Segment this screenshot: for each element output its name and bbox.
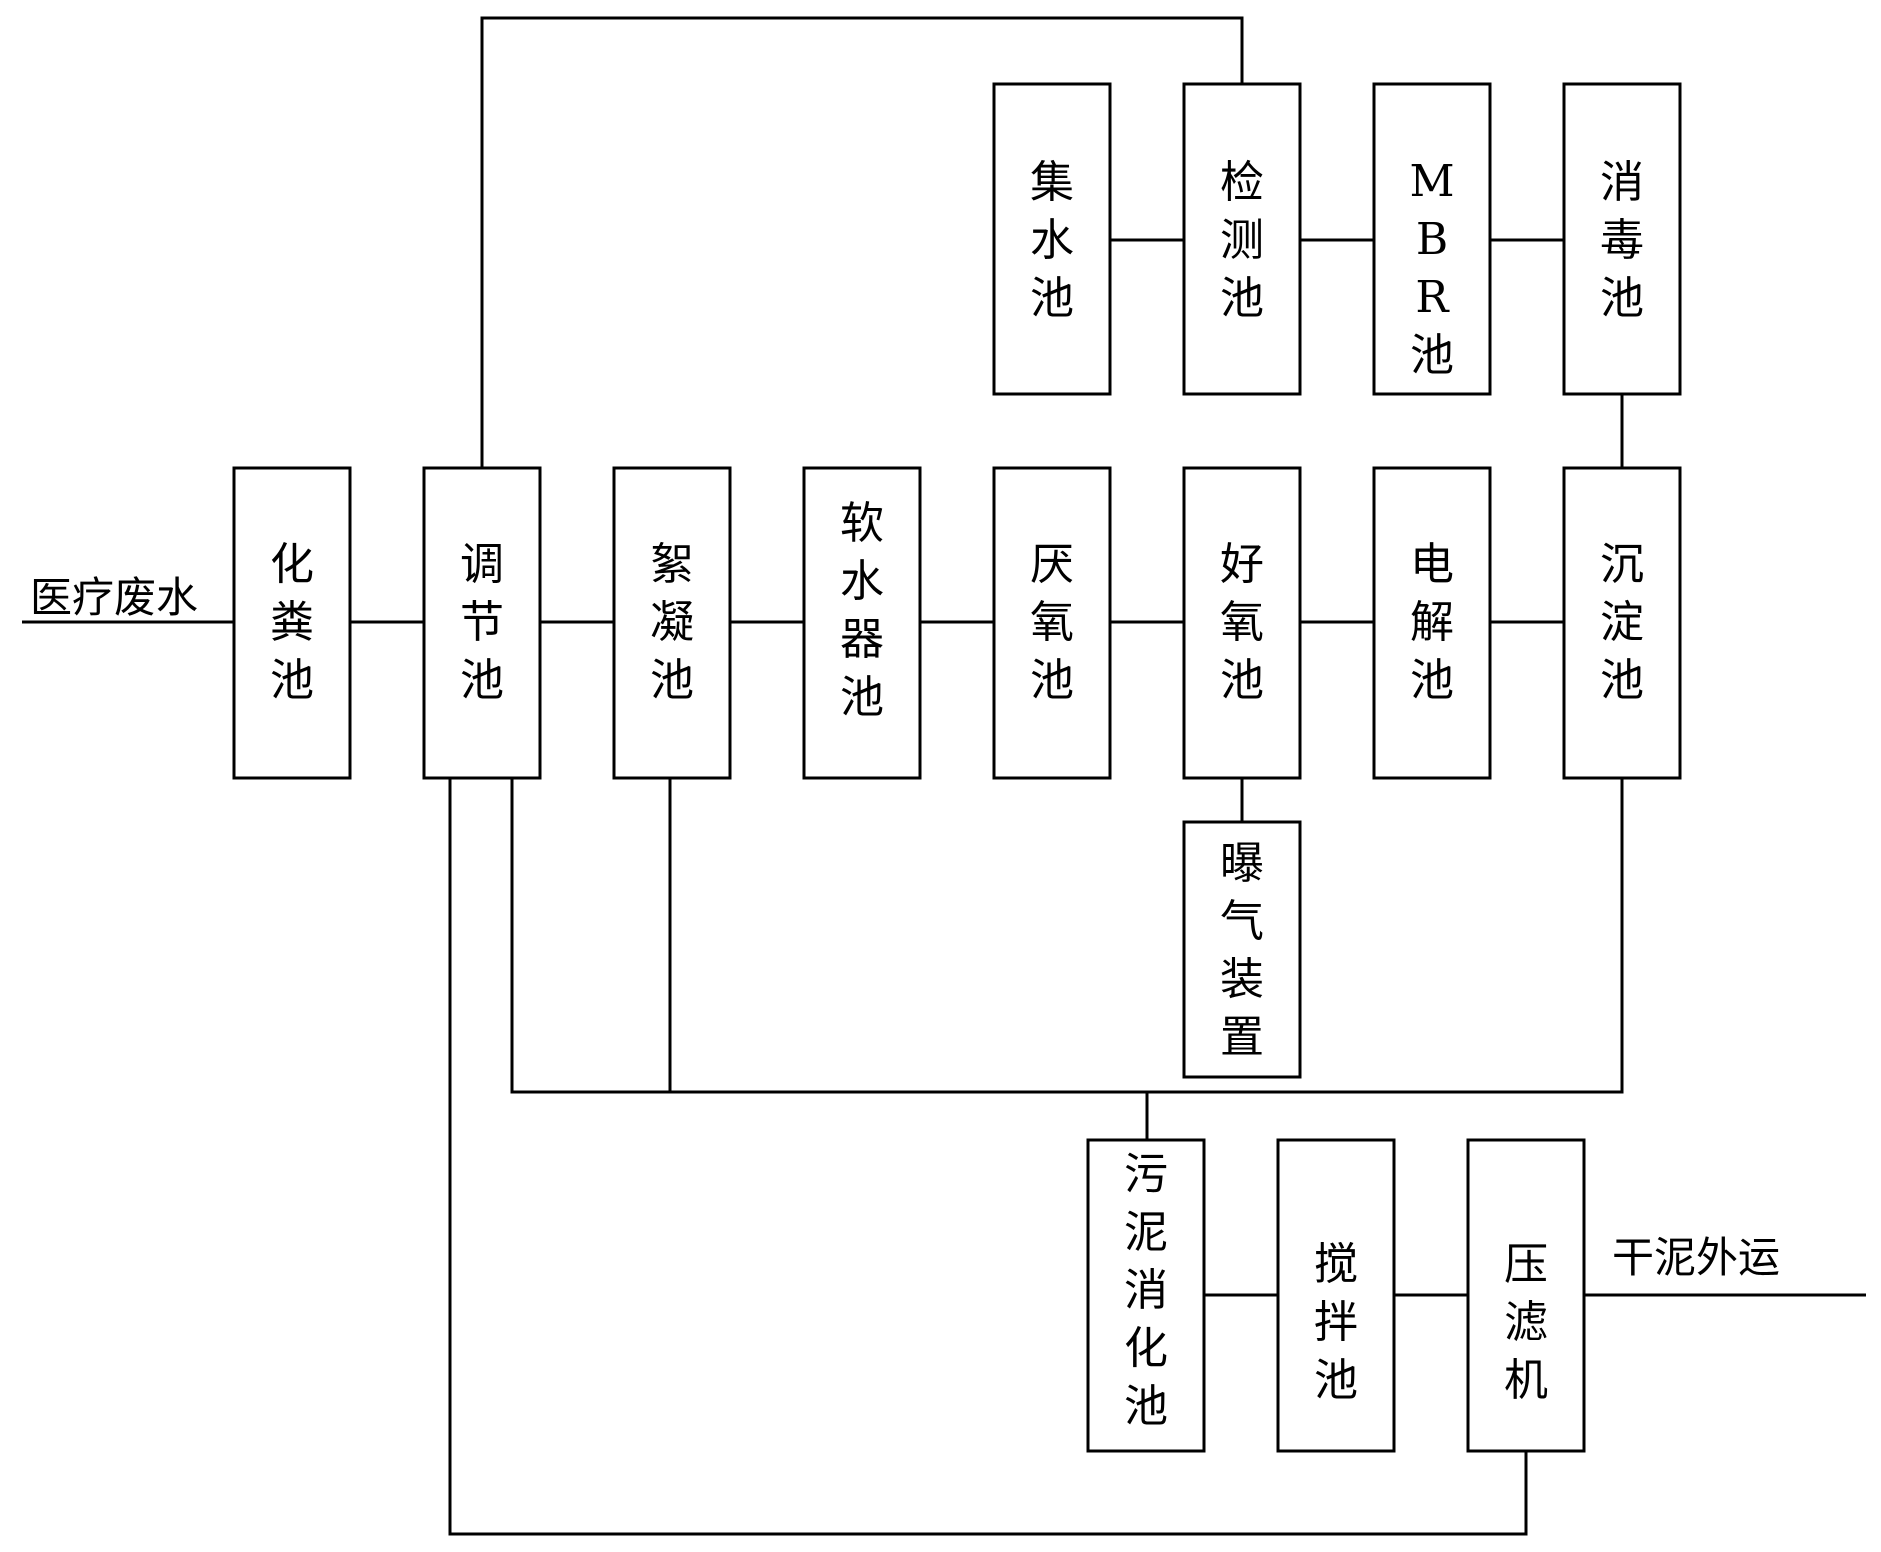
flocculation-tank-box: 絮凝池 — [612, 466, 732, 780]
label-char: 压 — [1504, 1239, 1548, 1290]
label-char: 毒 — [1600, 215, 1644, 266]
label-char: 池 — [1220, 655, 1264, 706]
label-char: 池 — [270, 655, 314, 706]
label-char: 水 — [840, 556, 884, 607]
label-char: 池 — [1600, 655, 1644, 706]
inspection-tank-box: 检测池 — [1182, 82, 1302, 396]
aeration-device-label: 曝气装置 — [1220, 838, 1264, 1063]
label-char: 池 — [1220, 273, 1264, 324]
label-char: 曝 — [1220, 838, 1264, 889]
label-char: 解 — [1410, 597, 1454, 648]
label-char: 水 — [1030, 215, 1074, 266]
label-char: 好 — [1220, 539, 1264, 590]
return-press-regulating — [448, 778, 1528, 1536]
label-char: 测 — [1220, 215, 1264, 266]
label-char: 池 — [460, 655, 504, 706]
filter-press-label: 压滤机 — [1504, 1239, 1548, 1406]
label-char: M — [1409, 156, 1454, 207]
sludge-digestion-tank-label: 污泥消化池 — [1124, 1149, 1168, 1432]
label-char: 凝 — [650, 597, 694, 648]
sedimentation-tank-box: 沉淀池 — [1562, 466, 1682, 780]
label-char: 粪 — [270, 597, 314, 648]
label-char: 检 — [1220, 157, 1264, 208]
aeration-device-box: 曝气装置 — [1182, 820, 1302, 1079]
label-char: 化 — [1124, 1323, 1168, 1374]
filter-press-box: 压滤机 — [1466, 1138, 1586, 1453]
label-char: 机 — [1504, 1355, 1548, 1406]
connectors — [22, 16, 1866, 1536]
label-char: 池 — [650, 655, 694, 706]
input-label: 医疗废水 — [30, 573, 198, 622]
sludge-digestion-tank-box: 污泥消化池 — [1086, 1138, 1206, 1453]
softener-tank-box: 软水器池 — [802, 466, 922, 780]
label-char: 节 — [460, 597, 504, 648]
anaerobic-tank-box: 厌氧池 — [992, 466, 1112, 780]
disinfection-tank-box: 消毒池 — [1562, 82, 1682, 396]
label-char: 泥 — [1124, 1207, 1168, 1258]
label-char: 调 — [460, 539, 504, 590]
label-char: 软 — [840, 498, 884, 549]
regulating-tank-box: 调节池 — [422, 466, 542, 780]
label-char: 置 — [1220, 1012, 1264, 1063]
disinfection-tank-label: 消毒池 — [1600, 157, 1644, 324]
label-char: 池 — [1124, 1381, 1168, 1432]
aerobic-tank-box: 好氧池 — [1182, 466, 1302, 780]
label-char: 池 — [1600, 273, 1644, 324]
label-char: 化 — [270, 539, 314, 590]
mixing-tank-box: 搅拌池 — [1276, 1138, 1396, 1453]
collection-tank-label: 集水池 — [1030, 157, 1074, 324]
aerobic-tank-label: 好氧池 — [1220, 539, 1264, 706]
septic-tank-label: 化粪池 — [270, 539, 314, 706]
regulating-tank-label: 调节池 — [460, 539, 504, 706]
mixing-tank-label: 搅拌池 — [1314, 1239, 1358, 1406]
label-char: R — [1415, 272, 1450, 323]
label-char: 厌 — [1030, 539, 1074, 590]
sedimentation-tank-label: 沉淀池 — [1600, 539, 1644, 706]
label-char: 池 — [1314, 1355, 1358, 1406]
label-char: 消 — [1124, 1265, 1168, 1316]
label-char: 滤 — [1504, 1297, 1548, 1348]
label-char: 器 — [840, 614, 884, 665]
electrolysis-tank-box: 电解池 — [1372, 466, 1492, 780]
label-char: 池 — [1410, 330, 1454, 381]
electrolysis-tank-label: 电解池 — [1410, 539, 1454, 706]
softener-tank-label: 软水器池 — [840, 498, 884, 723]
label-char: 淀 — [1600, 597, 1644, 648]
label-char: 絮 — [650, 539, 694, 590]
label-char: B — [1416, 214, 1448, 265]
label-char: 消 — [1600, 157, 1644, 208]
label-char: 装 — [1220, 954, 1264, 1005]
label-char: 污 — [1124, 1149, 1168, 1200]
flocculation-tank-label: 絮凝池 — [650, 539, 694, 706]
label-char: 气 — [1220, 896, 1264, 947]
label-char: 电 — [1410, 539, 1454, 590]
label-char: 氧 — [1220, 597, 1264, 648]
label-char: 搅 — [1314, 1239, 1358, 1290]
label-char: 池 — [1410, 655, 1454, 706]
label-char: 氧 — [1030, 597, 1074, 648]
label-char: 集 — [1030, 157, 1074, 208]
anaerobic-tank-label: 厌氧池 — [1030, 539, 1074, 706]
label-char: 池 — [840, 672, 884, 723]
collection-tank-box: 集水池 — [992, 82, 1112, 396]
sludge-line-regulating — [510, 778, 1624, 1094]
output-label: 干泥外运 — [1612, 1233, 1780, 1282]
label-char: 沉 — [1600, 539, 1644, 590]
label-char: 池 — [1030, 655, 1074, 706]
inspection-tank-label: 检测池 — [1220, 157, 1264, 324]
septic-tank-box: 化粪池 — [232, 466, 352, 780]
label-char: 池 — [1030, 273, 1074, 324]
label-char: 拌 — [1314, 1297, 1358, 1348]
return-inspection-regulating — [480, 16, 1244, 468]
